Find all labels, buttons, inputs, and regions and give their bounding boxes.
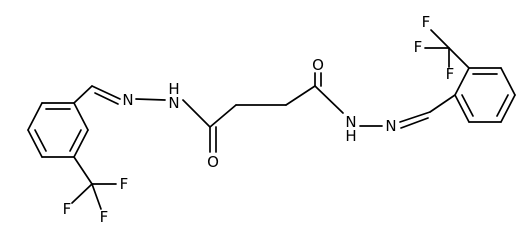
bond — [73, 129, 89, 158]
atom-F-left-3: F — [100, 208, 109, 226]
atom-labels: O O N N H N H N F F F F F F — [63, 13, 455, 226]
atom-F-left-2: F — [120, 175, 129, 193]
bond — [34, 129, 47, 152]
bond — [399, 111, 431, 123]
bond — [73, 85, 93, 104]
bond — [429, 94, 456, 113]
bond-layer — [27, 29, 516, 210]
bond — [500, 67, 516, 96]
atom-O-top: O — [312, 56, 324, 74]
atom-F-right-1: F — [422, 13, 431, 31]
atom-F-right-3: F — [446, 65, 455, 83]
atom-N-right: N — [385, 117, 396, 135]
bond — [73, 102, 89, 131]
bond — [400, 117, 429, 129]
bond — [27, 102, 43, 131]
bond — [430, 29, 450, 49]
atom-O-bottom: O — [207, 153, 219, 171]
bond — [182, 99, 211, 128]
atom-F-left-1: F — [63, 200, 72, 218]
bond — [496, 94, 509, 117]
bond — [448, 47, 470, 69]
bond — [71, 183, 93, 204]
atom-NH-right: N — [345, 113, 356, 131]
bond — [461, 94, 474, 117]
atom-H-right: H — [345, 127, 356, 145]
bond — [73, 156, 93, 185]
atom-H-left: H — [168, 80, 179, 98]
bond — [454, 94, 470, 123]
bond — [91, 183, 102, 210]
bond — [314, 85, 344, 114]
bond — [91, 85, 121, 100]
bond — [27, 129, 43, 158]
bond — [135, 98, 166, 101]
bond — [209, 104, 237, 128]
bond — [69, 129, 82, 152]
bond — [454, 67, 470, 96]
bond — [500, 94, 516, 123]
atom-N-left: N — [122, 91, 133, 109]
bond — [94, 92, 119, 105]
atom-NH-left: N — [168, 94, 179, 112]
bond — [285, 85, 316, 106]
atom-F-right-2: F — [414, 38, 423, 56]
